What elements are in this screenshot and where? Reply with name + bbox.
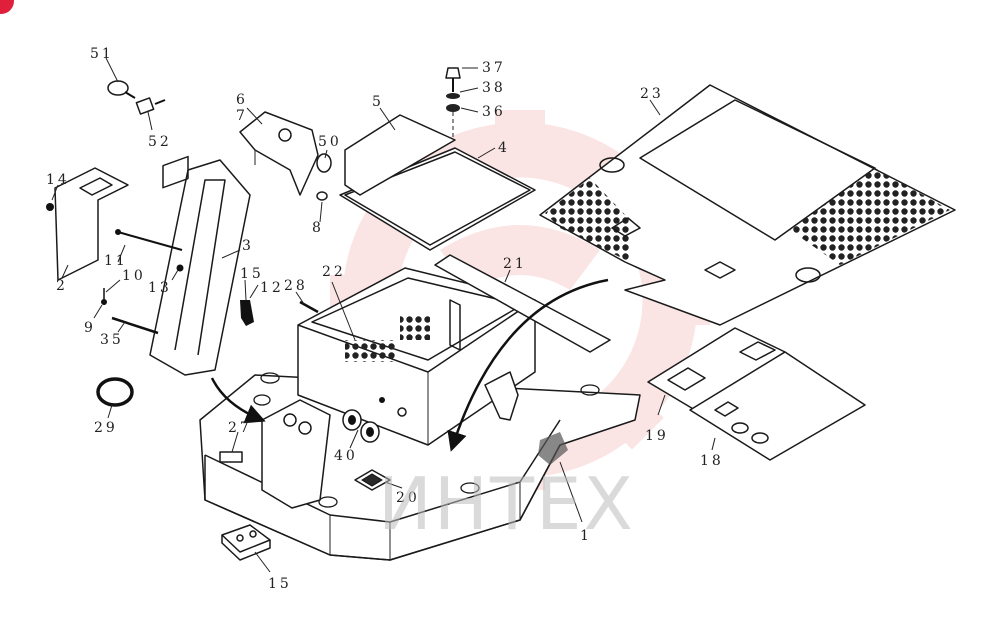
- label-12: 12: [260, 280, 284, 296]
- label-38: 38: [482, 80, 506, 96]
- label-9: 9: [84, 320, 96, 336]
- grommets-part-40: [342, 409, 380, 443]
- label-52: 52: [148, 134, 172, 150]
- label-13: 13: [148, 280, 172, 296]
- washer-part-36: [446, 104, 460, 140]
- screw-part-8: [316, 191, 328, 201]
- label-50: 50: [318, 134, 342, 150]
- bolt-part-37: [445, 67, 461, 92]
- label-2: 2: [56, 278, 68, 294]
- assembly-arrows: [210, 278, 609, 452]
- label-4: 4: [498, 140, 510, 156]
- label-1: 1: [580, 528, 592, 544]
- label-8: 8: [312, 220, 324, 236]
- label-28: 28: [284, 278, 308, 294]
- label-20: 20: [396, 490, 420, 506]
- label-15-bottom: 15: [268, 576, 292, 592]
- label-27: 27: [228, 420, 252, 436]
- label-15-top: 15: [240, 266, 264, 282]
- label-5: 5: [372, 94, 384, 110]
- fastener-part-13: [176, 264, 184, 272]
- label-11: 11: [104, 253, 128, 269]
- ring-part-50: [316, 153, 332, 173]
- fastener-part-9-10: [101, 288, 107, 305]
- watermark-text: ИНТЕХ: [378, 462, 635, 546]
- label-40: 40: [334, 448, 358, 464]
- label-23: 23: [640, 86, 664, 102]
- screw-part-51: [107, 80, 136, 99]
- label-51: 51: [90, 46, 114, 62]
- washer-part-38: [446, 93, 460, 99]
- label-37: 37: [482, 60, 506, 76]
- vent-part-20: [354, 469, 391, 491]
- pin-part-28: [299, 300, 319, 314]
- bolt-part-11: [115, 229, 183, 251]
- box-frame-part-22: [297, 267, 536, 446]
- strip-part-21: [434, 254, 611, 353]
- screw-part-52: [135, 97, 166, 115]
- bracket-part-6: [239, 111, 319, 196]
- rod-part-35: [111, 316, 159, 335]
- label-22: 22: [322, 264, 346, 280]
- label-29: 29: [94, 420, 118, 436]
- label-7: 7: [236, 108, 248, 124]
- panel-part-5: [344, 114, 456, 196]
- column-part-27: [261, 399, 331, 509]
- part-callout-labels: 51 52 6 7 50 8 5 4 37 38 36 23 14 2 11 3…: [46, 46, 724, 592]
- bracket-part-2: [54, 167, 129, 281]
- bracket-part-21b: [484, 371, 519, 421]
- label-6: 6: [236, 92, 248, 108]
- label-14: 14: [46, 172, 70, 188]
- panel-part-4: [339, 147, 536, 251]
- label-21: 21: [503, 256, 527, 272]
- handle-part-12: [240, 300, 254, 326]
- block-part-15: [221, 524, 271, 561]
- label-36: 36: [482, 104, 506, 120]
- plate-part-18: [689, 351, 866, 461]
- screw-part-14: [46, 203, 54, 211]
- label-10: 10: [122, 268, 146, 284]
- leader-lines: [51, 57, 716, 573]
- channel-part-3: [149, 155, 251, 376]
- label-3: 3: [242, 238, 254, 254]
- label-18: 18: [700, 453, 724, 469]
- label-35: 35: [100, 332, 124, 348]
- mesh-cover-part-23: [539, 84, 956, 326]
- label-19: 19: [645, 428, 669, 444]
- clamp-part-29: [96, 377, 134, 407]
